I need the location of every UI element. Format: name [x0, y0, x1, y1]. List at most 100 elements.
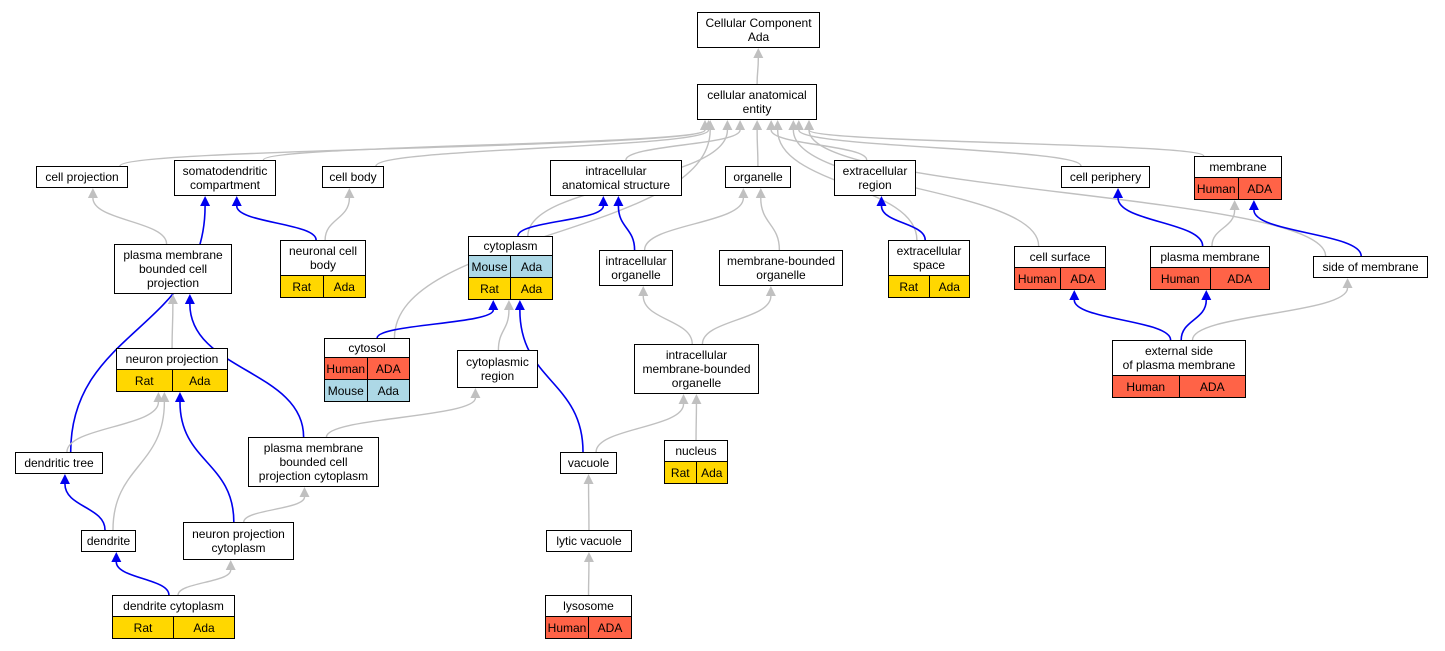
node-cellperiph[interactable]: cell periphery: [1061, 166, 1150, 188]
node-dendtree[interactable]: dendritic tree: [15, 452, 103, 474]
species-cell-ada: Ada: [173, 617, 234, 638]
species-cell-ada: ADA: [1178, 376, 1245, 397]
arrowhead-icon: [678, 394, 689, 404]
arrowhead-icon: [1113, 188, 1124, 198]
node-label: intracellular anatomical structure: [561, 164, 671, 192]
node-intra-struct[interactable]: intracellular anatomical structure: [550, 160, 682, 196]
edge-organelle-to-cae: [756, 129, 759, 167]
node-label: cell projection: [45, 170, 119, 184]
node-label: extracellular region: [842, 164, 908, 192]
node-label: dendrite: [86, 534, 131, 548]
node-label: membrane-bounded organelle: [726, 254, 836, 282]
species-cell-ada: Ada: [322, 276, 365, 297]
node-organelle[interactable]: organelle: [725, 166, 791, 188]
species-cell-rat: Rat: [889, 276, 929, 297]
edge-plasmamembrane-to-membrane: [1211, 209, 1236, 247]
node-label: nucleus: [675, 444, 717, 458]
species-cell-ada: ADA: [1237, 178, 1281, 199]
node-intra-org[interactable]: intracellular organelle: [599, 250, 673, 286]
node-label: dendritic tree: [24, 456, 94, 470]
edge-pmbcp-to-cellproj: [92, 197, 168, 245]
arrowhead-icon: [804, 120, 814, 130]
edge-membrane-to-cae: [808, 129, 1205, 157]
arrowhead-icon: [753, 48, 764, 58]
node-label: neuron projection: [125, 352, 219, 366]
arrowhead-icon: [876, 196, 887, 206]
node-label: membrane: [1209, 160, 1267, 174]
edge-npc-to-pmbcpc: [243, 496, 306, 523]
edge-extside-to-sideofmembrane: [1191, 287, 1349, 341]
node-mbo[interactable]: membrane-bounded organelle: [719, 250, 843, 286]
edge-cae-to-cc: [756, 57, 760, 85]
edge-dendrite-to-neuronproj: [112, 401, 166, 531]
node-imbo[interactable]: intracellular membrane-bounded organelle: [634, 344, 759, 394]
arrowhead-icon: [583, 474, 594, 484]
node-cc[interactable]: Cellular Component Ada: [697, 12, 820, 48]
arrowhead-icon: [299, 487, 310, 497]
node-label: cytoplasm: [483, 239, 538, 253]
node-cellbody[interactable]: cell body: [322, 166, 384, 188]
arrowhead-icon: [111, 552, 122, 562]
node-pmbcpc[interactable]: plasma membrane bounded cell projection …: [248, 437, 379, 487]
species-cell-rat: Rat: [113, 617, 173, 638]
arrowhead-icon: [488, 300, 499, 310]
species-cell-human: Human: [1113, 376, 1179, 397]
node-vacuole[interactable]: vacuole: [560, 452, 617, 474]
node-npc[interactable]: neuron projection cytoplasm: [183, 522, 294, 560]
edge-cellsurface-to-cae: [792, 129, 1040, 247]
edge-cytosol-to-cytoplasm: [376, 309, 495, 339]
node-cellproj[interactable]: cell projection: [36, 166, 128, 188]
node-label: side of membrane: [1322, 260, 1419, 274]
edge-cytoplasm-to-intra_struct: [517, 205, 605, 237]
node-label: lysosome: [563, 599, 614, 613]
node-label: neuron projection cytoplasm: [192, 527, 285, 555]
node-cae[interactable]: cellular anatomical entity: [697, 84, 817, 120]
edge-cytoregion-to-cytoplasm: [497, 309, 510, 351]
node-label: vacuole: [567, 456, 610, 470]
node-sideofmembrane[interactable]: side of membrane: [1313, 256, 1428, 278]
node-label: dendrite cytoplasm: [123, 599, 224, 613]
arrowhead-icon: [514, 300, 525, 310]
species-cell-human: Human: [1015, 268, 1060, 289]
node-dendrite[interactable]: dendrite: [81, 530, 136, 552]
species-cell-ada: Ada: [695, 462, 727, 483]
node-label: external side of plasma membrane: [1122, 344, 1236, 372]
node-label: cytoplasmic region: [466, 355, 529, 383]
node-label: plasma membrane bounded cell projection …: [258, 441, 369, 483]
edge-pmbcpc-to-pmbcp: [189, 303, 305, 438]
node-label: Cellular Component Ada: [705, 16, 812, 44]
edge-dendtree-to-neuronproj: [66, 401, 160, 453]
node-somato[interactable]: somatodendritic compartment: [174, 160, 276, 196]
node-pmbcp[interactable]: plasma membrane bounded cell projection: [114, 244, 232, 294]
arrowhead-icon: [225, 560, 236, 570]
edge-extside-to-plasmamembrane: [1180, 299, 1208, 341]
node-label: extracellular space: [896, 244, 962, 272]
arrowhead-icon: [167, 294, 178, 304]
edge-sideofmembrane-to-membrane: [1253, 209, 1362, 257]
node-cytoregion[interactable]: cytoplasmic region: [457, 350, 538, 388]
node-label: cytosol: [348, 341, 386, 355]
species-cell-ada: ADA: [1059, 268, 1105, 289]
arrowhead-icon: [691, 394, 702, 404]
node-lyticvac[interactable]: lytic vacuole: [546, 530, 632, 552]
species-cell-human: Human: [546, 617, 588, 638]
arrowhead-icon: [1229, 200, 1240, 210]
node-extracell-region[interactable]: extracellular region: [834, 160, 916, 196]
